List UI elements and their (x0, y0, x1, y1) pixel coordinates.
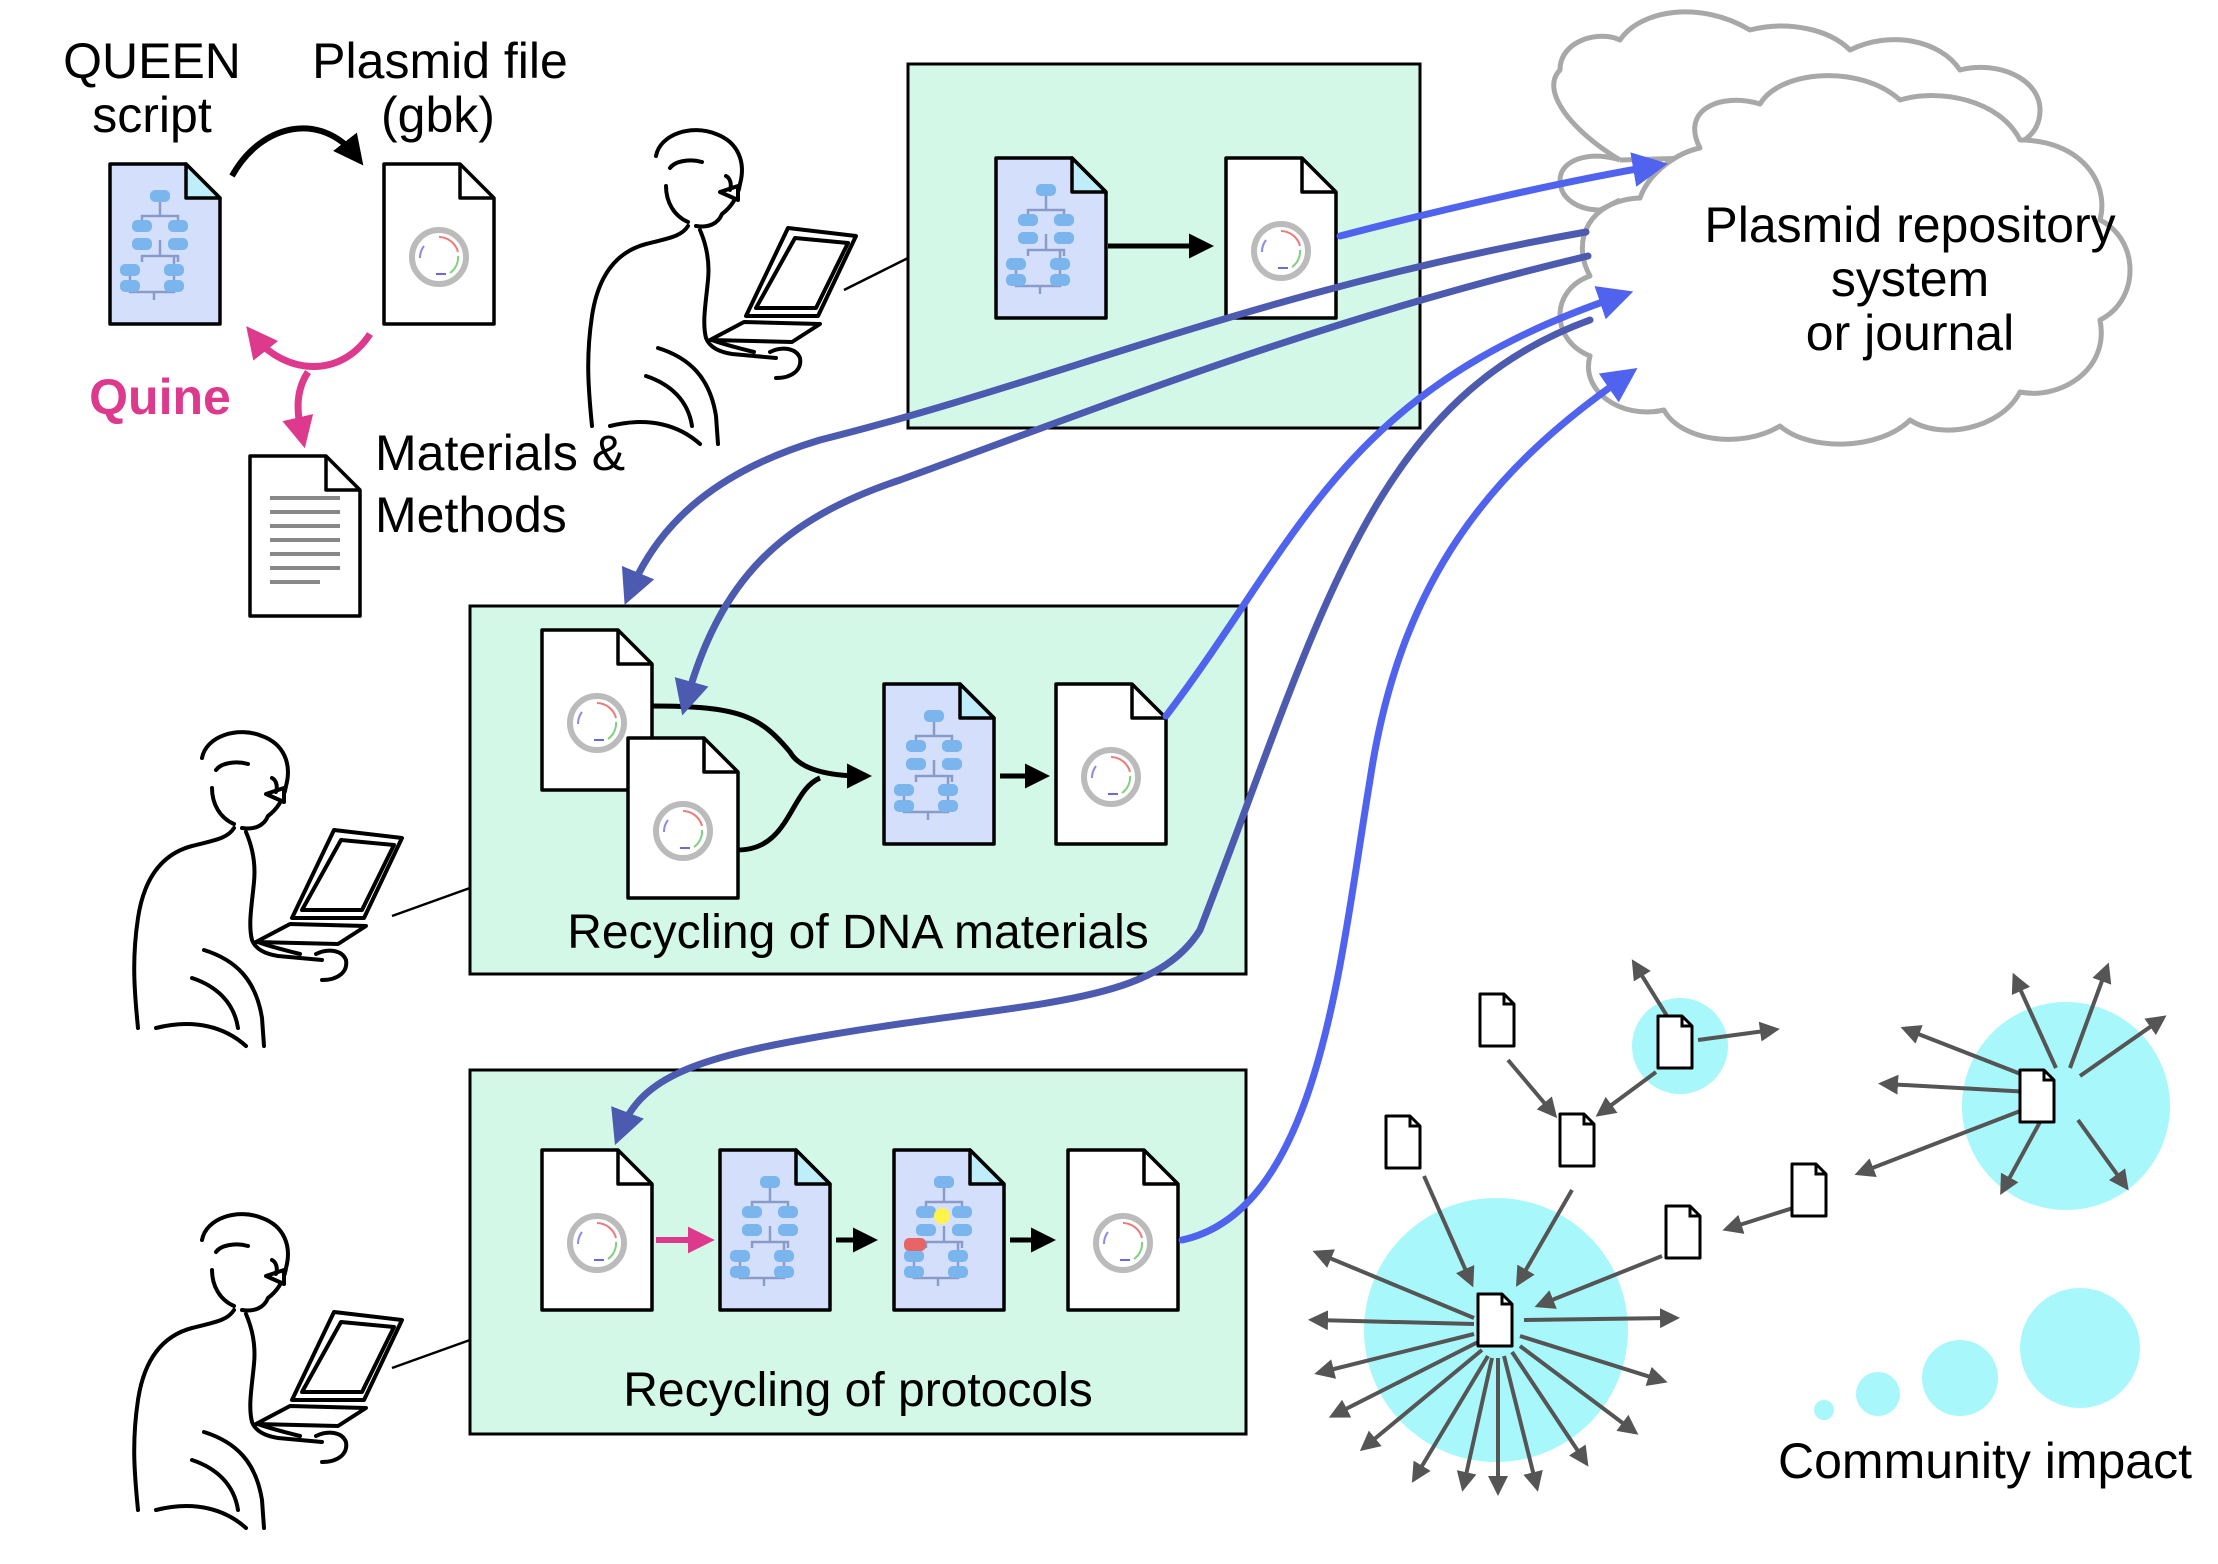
edge (2011, 972, 2058, 1069)
plasmid-doc-icon (542, 1150, 652, 1310)
edge (1523, 1308, 1680, 1329)
edge (1900, 1025, 2037, 1082)
speech-pointer (391, 886, 472, 918)
edge (1515, 1188, 1574, 1287)
edge (1411, 1354, 1490, 1483)
community-network: Community impact (1308, 959, 2192, 1496)
person-icon (586, 128, 858, 446)
plasmid-file-icon (384, 164, 494, 324)
impact-bubble-medium (1962, 1002, 2170, 1210)
queen-label-line1: QUEEN (63, 33, 241, 89)
materials-label-line2: Methods (375, 487, 567, 543)
plasmid-label-line2: (gbk) (381, 87, 495, 143)
person-icon (132, 730, 404, 1048)
edge (1328, 1340, 1479, 1418)
materials-methods-icon (248, 454, 362, 618)
speech-pointer (391, 1338, 472, 1370)
repository-label-line3: or journal (1806, 305, 2014, 361)
script-doc-icon (882, 682, 996, 846)
edge (1422, 1175, 1475, 1288)
network-doc-icon (1656, 1014, 1694, 1070)
dna-panel-to-repository-arrow (1162, 286, 1634, 720)
repository-label-line2: system (1831, 251, 1989, 307)
edge (1506, 1058, 1558, 1119)
edge (1510, 1350, 1589, 1467)
quine-cycle: QUEEN script Plasmid file (gbk) Quine Ma… (63, 33, 625, 618)
edge (1854, 1106, 2029, 1178)
edge (1595, 1070, 1658, 1117)
edited-script-doc-icon (894, 1150, 1004, 1310)
queen-label-line2: script (92, 87, 212, 143)
panel-recycling-protocols: Recycling of protocols (132, 1068, 1248, 1530)
queen-script-icon (108, 162, 222, 326)
publish-to-repository-arrow (1336, 152, 1668, 240)
recycling-protocols-label: Recycling of protocols (623, 1364, 1093, 1417)
edge (1534, 1254, 1663, 1309)
edge (1519, 1334, 1668, 1386)
repository-to-dna-panel-arrow (621, 228, 1590, 605)
quine-methods-arrow (282, 370, 314, 449)
plasmid-doc-icon (1056, 684, 1166, 844)
repository-to-dna-panel-arrow-2 (674, 252, 1592, 716)
network-doc-icon (2018, 1068, 2056, 1124)
merge-arrow-top (651, 703, 872, 789)
plasmid-doc-icon (628, 738, 738, 898)
edge (1697, 1021, 1780, 1042)
protocols-panel-to-repository-arrow (1178, 368, 1638, 1244)
edge (1314, 1332, 1475, 1379)
network-doc-icon (1664, 1204, 1702, 1260)
edge (1878, 1074, 2031, 1095)
edge (1359, 1348, 1484, 1452)
edge (1518, 1344, 1639, 1435)
script-doc-icon (718, 1148, 832, 1312)
repository-cloud: Plasmid repository system or journal (1551, 9, 2133, 447)
impact-dot (2020, 1288, 2140, 1408)
repository-flow-arrows (611, 152, 1668, 1244)
plasmid-label-line1: Plasmid file (312, 33, 568, 89)
network-doc-icon (1478, 992, 1516, 1048)
person-icon (132, 1212, 404, 1530)
edge (1631, 959, 1674, 1026)
materials-label-line1: Materials & (375, 425, 625, 481)
edge (1502, 1355, 1543, 1492)
merge-arrow-bottom (737, 775, 822, 853)
repository-to-protocols-panel-arrow (611, 316, 1594, 1146)
panel-recycling-dna: Recycling of DNA materials (132, 604, 1248, 1048)
network-doc-icon (1558, 1112, 1596, 1168)
script-to-plasmid-arrow (229, 125, 364, 178)
edge (2068, 962, 2112, 1069)
repository-label-line1: Plasmid repository (1704, 197, 2115, 253)
network-doc-icon (1384, 1114, 1422, 1170)
edge (2000, 1121, 2042, 1196)
impact-dot (1922, 1340, 1998, 1416)
panel-publish (586, 62, 1422, 446)
impact-dot (1814, 1400, 1834, 1420)
recycling-dna-label: Recycling of DNA materials (567, 906, 1149, 959)
network-doc-icon (1476, 1292, 1514, 1348)
edge (1456, 1357, 1494, 1492)
community-impact-label: Community impact (1778, 1433, 2192, 1489)
edge (2078, 1015, 2167, 1078)
edge (2076, 1118, 2129, 1191)
script-doc-icon (994, 156, 1108, 320)
speech-pointer (843, 255, 910, 292)
quine-label: Quine (89, 369, 231, 425)
quine-back-arrow (246, 326, 373, 370)
network-doc-icon (1790, 1162, 1828, 1218)
plasmid-doc-icon (1068, 1150, 1178, 1310)
edge (1312, 1249, 1475, 1320)
impact-dot (1856, 1372, 1900, 1416)
edge (1308, 1310, 1475, 1331)
